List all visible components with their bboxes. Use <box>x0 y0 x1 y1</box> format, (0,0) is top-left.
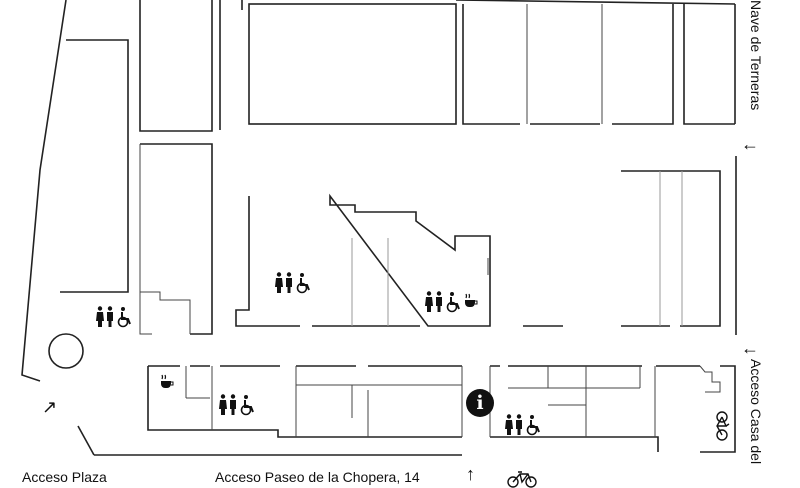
toilets-accessible-icon <box>219 394 254 416</box>
access-plaza-label: Acceso Plaza <box>22 469 107 485</box>
west-building-inner <box>60 39 129 293</box>
toilets-accessible-icon <box>96 306 131 328</box>
east-hall <box>621 170 721 327</box>
arrow-terneras-icon: ← <box>741 134 759 154</box>
bicycle-icon <box>507 471 537 488</box>
access-paseo-label: Acceso Paseo de la Chopera, 14 <box>215 469 420 485</box>
round-column <box>48 333 84 369</box>
central-building <box>235 193 491 327</box>
access-casa-label: Acceso Casa del <box>748 359 764 465</box>
north-block-b <box>140 143 213 335</box>
toilets-accessible-icon <box>425 291 460 313</box>
arrow-paseo-icon: ↑ <box>466 464 475 484</box>
plaza-wall <box>77 425 95 456</box>
toilets-accessible-icon <box>505 414 540 436</box>
north-hall-1 <box>248 3 457 125</box>
arrow-plaza-icon: ↗ <box>42 397 58 417</box>
north-hall-2 <box>462 4 674 125</box>
cafe-icon <box>465 293 478 307</box>
arrow-casa-icon: ← <box>741 338 759 358</box>
nave-terneras-label: Nave de Terneras <box>748 0 764 111</box>
west-building-wall <box>21 0 67 382</box>
info-icon[interactable]: i <box>466 389 494 417</box>
cafe-icon <box>161 374 174 388</box>
north-block-a <box>139 0 213 132</box>
toilets-accessible-icon <box>275 272 310 294</box>
south-building <box>147 365 736 453</box>
bicycle-icon <box>716 411 730 441</box>
